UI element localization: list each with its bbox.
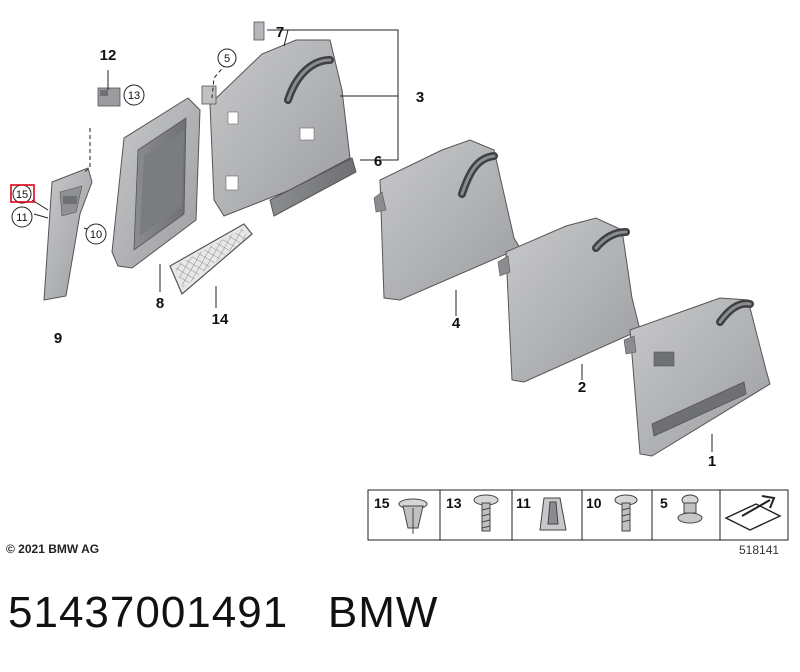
part-3-side-panel-upper[interactable]: [201, 39, 351, 217]
legend-13-label: 13: [446, 495, 462, 511]
callout-15: 15: [10, 184, 35, 204]
label-4: 4: [452, 315, 461, 332]
callout-10: 10: [85, 223, 107, 245]
svg-text:15: 15: [16, 189, 28, 201]
label-2: 2: [578, 379, 586, 396]
legend-5-label: 5: [660, 495, 668, 511]
svg-text:11: 11: [16, 212, 27, 224]
clip-15-icon: [398, 498, 428, 534]
label-12: 12: [100, 47, 117, 64]
legend-10-label: 10: [586, 495, 602, 511]
callout-11: 11: [11, 206, 33, 228]
svg-text:13: 13: [128, 90, 140, 102]
part-14-net[interactable]: [169, 223, 253, 295]
part-1-side-panel[interactable]: [623, 297, 771, 457]
label-8: 8: [156, 295, 164, 312]
footer-caption: 51437001491 BMW: [8, 588, 438, 638]
hardware-legend: 15 13 11 10 5: [367, 489, 789, 541]
part-9-trim[interactable]: [43, 167, 93, 301]
label-7: 7: [276, 24, 284, 41]
label-3: 3: [416, 89, 424, 106]
screw-13-icon: [473, 494, 499, 532]
label-9: 9: [54, 330, 62, 347]
part-6-strip[interactable]: [269, 157, 357, 217]
part-8-storage-tray[interactable]: [111, 97, 201, 269]
callout-5: 5: [217, 48, 237, 68]
label-6: 6: [374, 153, 382, 170]
label-14: 14: [212, 311, 229, 328]
svg-text:5: 5: [224, 53, 230, 65]
rivet-5-icon: [677, 494, 703, 524]
legend-11-label: 11: [516, 495, 531, 511]
drawing-number: 518141: [739, 543, 780, 557]
leader-lines: [31, 29, 713, 452]
copyright-text: © 2021 BMW AG: [6, 542, 100, 556]
part-7-clip[interactable]: [253, 21, 265, 41]
screw-10-icon: [614, 494, 638, 532]
clip-11-icon: [539, 497, 567, 531]
legend-15-label: 15: [374, 495, 390, 511]
footer-part-number: 51437001491: [8, 588, 289, 637]
svg-text:10: 10: [90, 229, 102, 241]
label-1: 1: [708, 453, 716, 470]
footer-brand: BMW: [327, 588, 439, 637]
part-12-block[interactable]: [97, 87, 121, 107]
part-2-side-panel[interactable]: [497, 217, 641, 383]
direction-arrow-icon: [724, 495, 782, 531]
part-4-side-panel[interactable]: [373, 139, 521, 301]
callout-13: 13: [123, 84, 145, 106]
